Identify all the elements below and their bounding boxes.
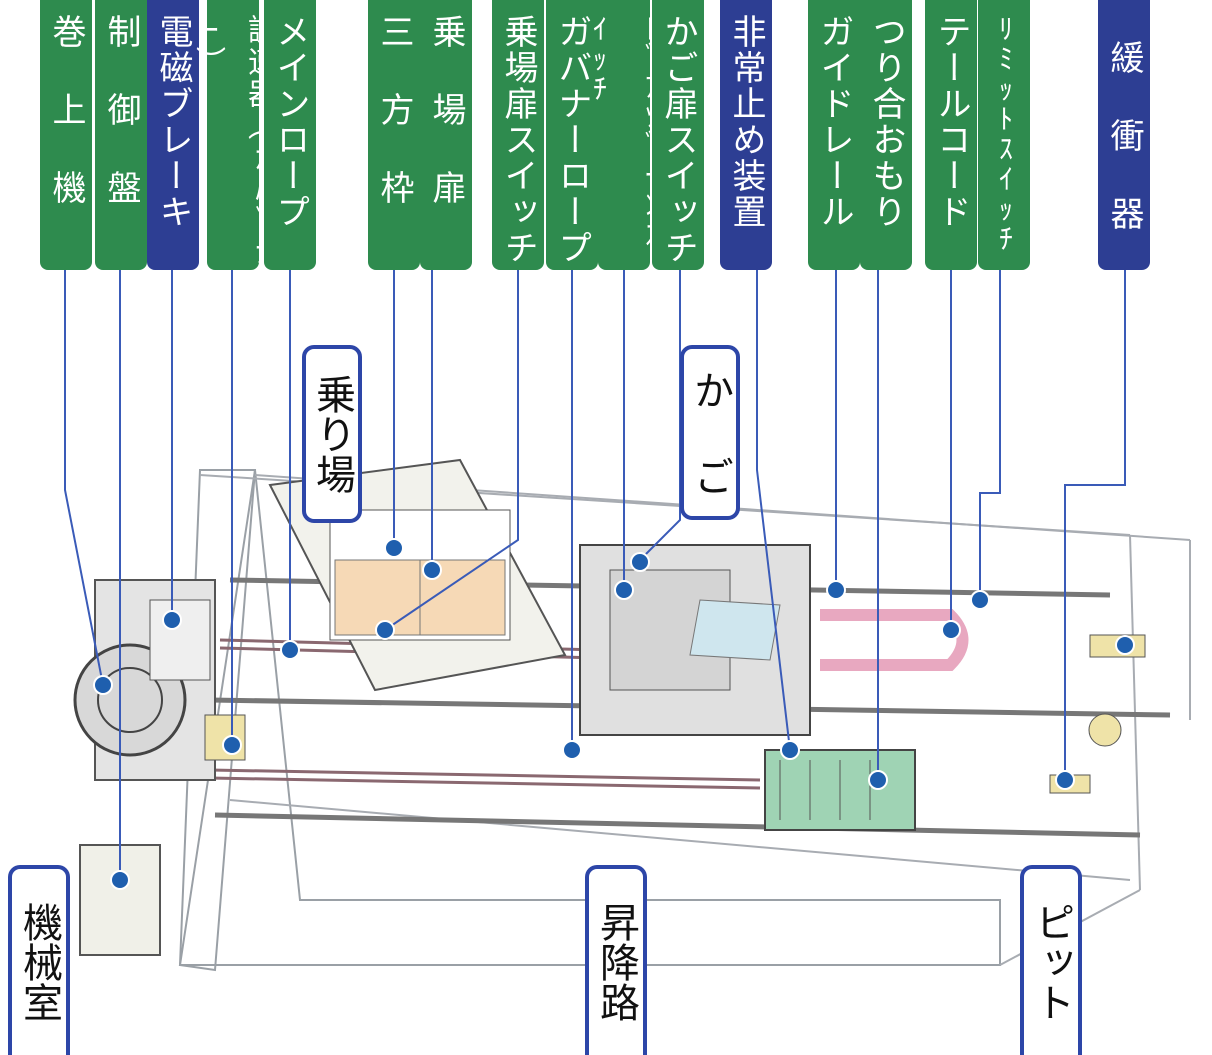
counterweight-body: [765, 750, 915, 830]
tail-cord-body: [820, 615, 963, 665]
zone-landing: 乗り場: [302, 345, 362, 523]
zone-machine-room: 機械室: [8, 865, 70, 1055]
label-car-door-switch: かご扉スイッチ: [652, 0, 704, 270]
label-tail-cord: テールコード: [925, 0, 977, 270]
label-landing-door-switch: 乗場扉スイッチ: [492, 0, 544, 270]
label-buffer: 緩 衝 器: [1098, 0, 1150, 270]
label-three-side-frame: 三 方 枠: [368, 0, 420, 270]
zone-pit: ピット: [1020, 865, 1082, 1055]
label-door-zone-switch: ﾄﾞｱｿﾞｰﾝｽｲｯﾁ: [598, 0, 650, 270]
label-traction-machine: 巻 上 機: [40, 0, 92, 270]
label-guide-rail: ガイドレール: [808, 0, 860, 270]
elevator-car: [580, 545, 810, 735]
label-safety-gear: 非常止め装置: [720, 0, 772, 270]
label-limit-switch: ﾘﾐｯﾄｽｲｯﾁ: [978, 0, 1030, 270]
label-main-rope: メインロープ: [264, 0, 316, 270]
label-counterweight: つり合おもり: [860, 0, 912, 270]
zone-car: か ご: [680, 345, 740, 520]
zone-hoistway: 昇降路: [585, 865, 647, 1055]
label-control-panel: 制 御 盤: [95, 0, 147, 270]
label-governor: 調速器（ｶﾊﾞﾅｰ）: [207, 0, 259, 270]
label-landing-door: 乗 場 扉: [420, 0, 472, 270]
